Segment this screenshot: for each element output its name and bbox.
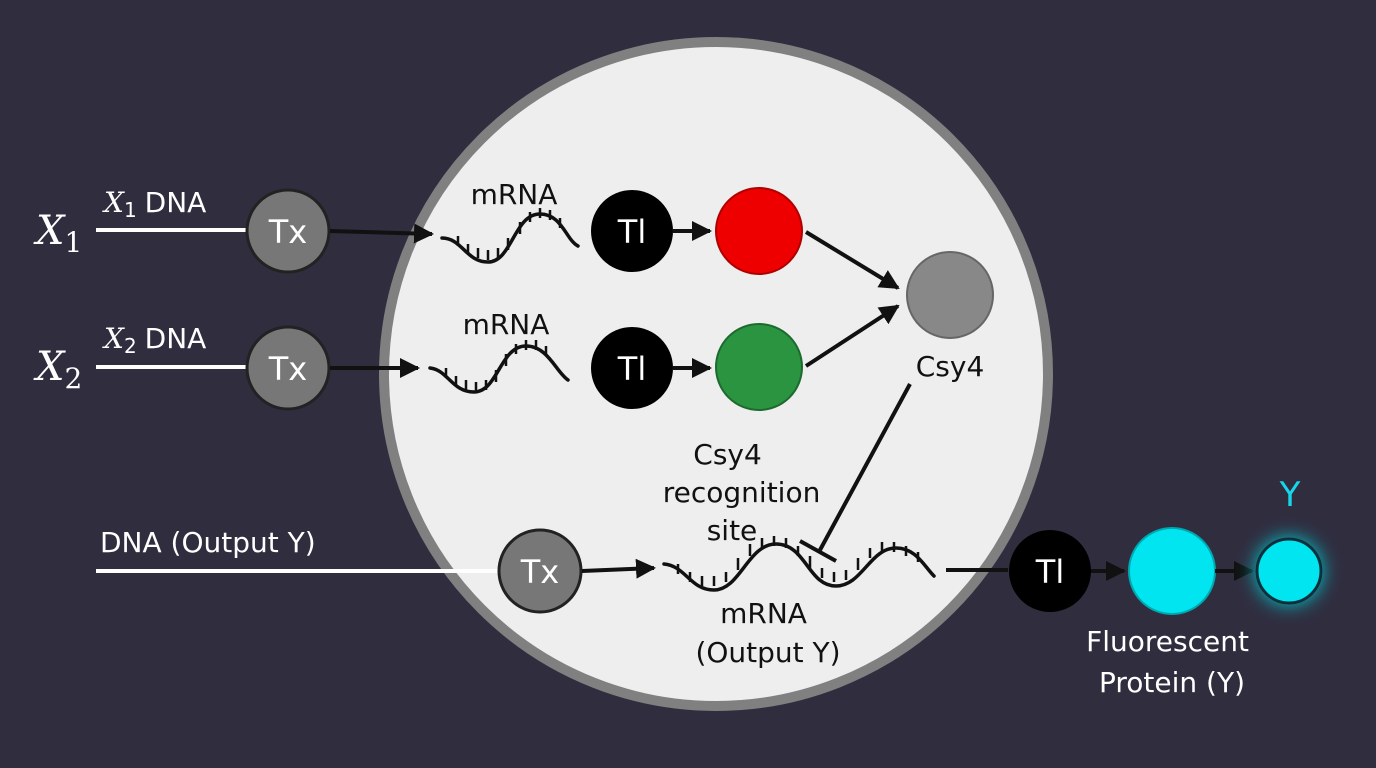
output-mrna-label: mRNA (Output Y)	[695, 597, 840, 669]
input-x1-tx-arrow	[329, 223, 434, 244]
output-tl-node	[1009, 530, 1091, 612]
protein-x2-to-csy4-arrow	[804, 304, 900, 368]
input-x1-tx-label: Tx	[268, 213, 307, 251]
output-mrna-strand	[662, 542, 936, 592]
input-x2-tx-node	[245, 325, 331, 411]
recognition-site-label: Csy4 recognition site	[663, 438, 830, 547]
csy4-label: Csy4	[916, 350, 985, 383]
input-x1-tx-node	[245, 188, 331, 274]
input-x2-tl-node	[591, 327, 673, 409]
protein-x2-green	[715, 323, 803, 411]
input-x2-symbol: X2	[33, 344, 82, 395]
input-x2-mrna-label: mRNA	[463, 308, 550, 341]
input-x1-symbol: X1	[33, 208, 82, 259]
protein-x1-to-csy4-arrow	[804, 230, 900, 290]
input-x1-tl-node	[591, 190, 673, 272]
output-tl-label: Tl	[1035, 553, 1064, 591]
output-mrna-bases	[676, 536, 920, 586]
csy4-complex	[906, 251, 994, 339]
output-dna-label: DNA (Output Y)	[100, 526, 316, 559]
input-x1-mrna-bases	[456, 208, 562, 260]
output-tx-arrow	[581, 558, 656, 579]
output-tx-label: Tx	[520, 553, 559, 591]
fluorescent-protein-label: Fluorescent Protein (Y)	[1086, 625, 1258, 699]
input-x2-tx-label: Tx	[268, 350, 307, 388]
protein-x1-red	[715, 187, 803, 275]
fluorescent-protein	[1128, 527, 1216, 615]
input-x2-mrna-strand	[428, 344, 570, 394]
output-tx-node	[497, 528, 583, 614]
input-x2-tl-label: Tl	[617, 350, 646, 388]
output-y-glow	[1255, 537, 1323, 605]
csy4-inhibition-bar	[799, 539, 837, 563]
input-x1-tl-label: Tl	[617, 213, 646, 251]
csy4-inhibition-line	[818, 383, 912, 551]
input-x1-mrna-label: mRNA	[471, 178, 558, 211]
input-x2-mrna-bases	[444, 340, 548, 392]
output-y-label: Y	[1279, 475, 1301, 515]
